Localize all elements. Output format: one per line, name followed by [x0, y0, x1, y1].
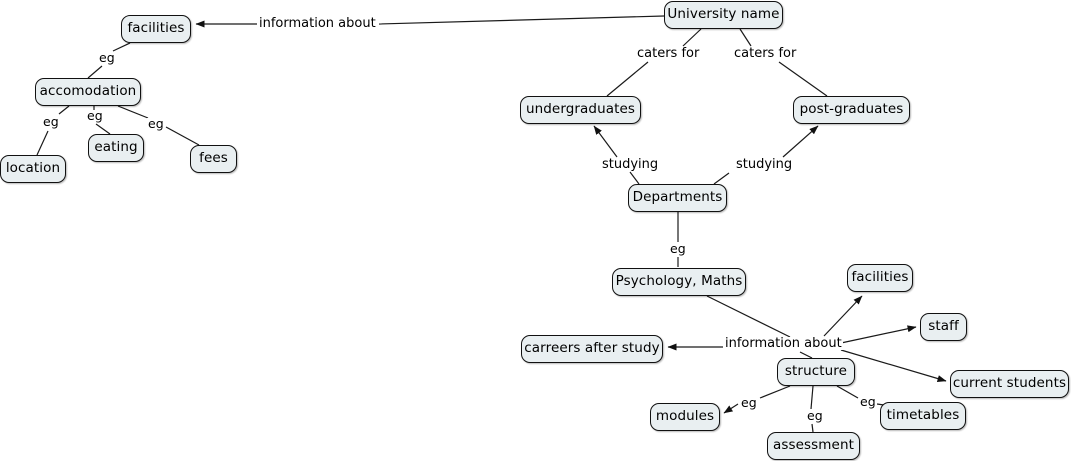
edge-e_studying_right_postgrad — [782, 125, 819, 158]
edge-e_structure_eg_assessment — [810, 385, 814, 410]
node-current_students[interactable]: current students — [950, 370, 1069, 398]
edge-label-lbl_eg_structure_modules: eg — [740, 395, 758, 410]
node-accomodation[interactable]: accomodation — [35, 78, 141, 106]
edge-e_dept_studying_left — [629, 171, 640, 185]
node-location[interactable]: location — [0, 155, 66, 183]
edge-e_accom_eg_fees — [117, 105, 149, 119]
edge-e_infoabout_structure — [799, 351, 813, 359]
edge-e_univ_to_infoabout — [378, 15, 665, 25]
edge-e_univ_caters_right — [739, 28, 752, 47]
edge-e_structure_eg_modules — [759, 385, 791, 399]
edge-e_psych_infoabout — [706, 295, 791, 338]
edge-e_infoabout_facilities_r — [823, 295, 863, 337]
node-timetables[interactable]: timetables — [880, 402, 966, 430]
edge-e_eg_assessment — [811, 423, 814, 433]
edge-e_eg_accomodation — [87, 65, 103, 79]
edge-label-lbl_eg_accom_location: eg — [42, 114, 60, 129]
edge-e_infoabout_current — [840, 349, 947, 382]
edge-label-lbl_studying_left: studying — [601, 157, 660, 172]
node-structure[interactable]: structure — [777, 358, 855, 386]
edge-e_caters_left_undergrad — [606, 61, 649, 97]
edge-label-lbl_eg_accom_fees: eg — [147, 116, 165, 131]
edge-label-lbl_eg_structure_assessment: eg — [806, 408, 824, 423]
node-assessment[interactable]: assessment — [767, 432, 860, 460]
edge-e_eg_eating — [95, 123, 111, 135]
edge-label-lbl_eg_accom_eating: eg — [86, 108, 104, 123]
edge-e_eg_location — [36, 130, 49, 156]
edge-paths — [36, 15, 947, 433]
edge-e_structure_eg_timetables — [836, 385, 859, 399]
edge-label-lbl_studying_right: studying — [735, 157, 794, 172]
edge-e_studying_left_undergrad — [593, 125, 618, 158]
edge-e_univ_caters_left — [682, 28, 702, 47]
edge-e_accom_eg_location — [58, 105, 70, 115]
node-carreers_after_study[interactable]: carreers after study — [521, 335, 663, 363]
node-undergraduates[interactable]: undergraduates — [520, 96, 641, 124]
edge-label-lbl_eg_structure_timetables: eg — [859, 394, 877, 409]
edge-e_dept_studying_right — [713, 172, 730, 185]
edge-e_infoabout_staff — [840, 325, 917, 344]
edge-e_caters_right_postgrad — [778, 61, 828, 97]
edge-e_eg_fees — [165, 126, 200, 146]
edge-label-lbl_info_about_top: information about — [258, 16, 377, 31]
edge-e_eg_modules — [723, 403, 739, 414]
node-eating[interactable]: eating — [88, 134, 144, 162]
edge-label-lbl_caters_for_left: caters for — [636, 46, 701, 61]
node-modules[interactable]: modules — [650, 403, 720, 431]
node-departments[interactable]: Departments — [628, 184, 727, 212]
node-facilities_right[interactable]: facilities — [847, 264, 913, 292]
node-fees[interactable]: fees — [190, 145, 237, 173]
node-psychology_maths[interactable]: Psychology, Maths — [612, 268, 746, 296]
edge-label-lbl_caters_for_right: caters for — [733, 46, 798, 61]
node-university_name[interactable]: University name — [664, 1, 783, 29]
edge-label-lbl_eg_dept_psych: eg — [669, 241, 687, 256]
node-post_graduates[interactable]: post-graduates — [793, 96, 910, 124]
edge-e_facilities_eg — [112, 42, 131, 52]
edge-label-lbl_eg_facilities_accom: eg — [98, 50, 116, 65]
node-staff[interactable]: staff — [920, 313, 967, 341]
edge-label-lbl_info_about_bottom: information about — [724, 336, 843, 351]
node-facilities_left[interactable]: facilities — [121, 15, 191, 43]
